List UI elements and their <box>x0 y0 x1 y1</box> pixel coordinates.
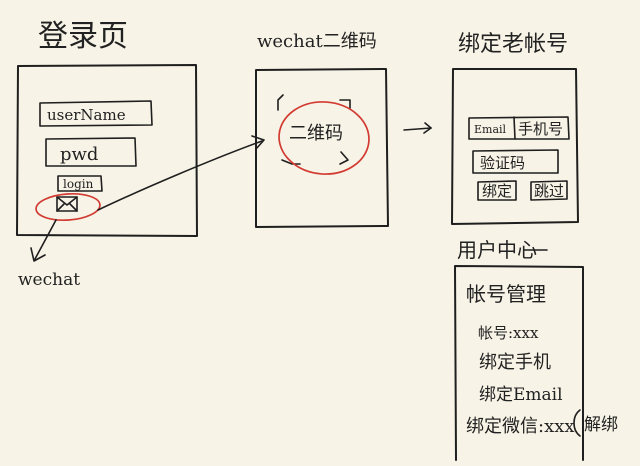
login-page-frame <box>16 64 198 237</box>
username-field[interactable] <box>39 100 153 127</box>
user-center-frame <box>454 265 584 461</box>
qr-code-highlight <box>278 101 370 175</box>
username-field-label: userName <box>47 106 126 124</box>
bind-button[interactable] <box>477 180 517 201</box>
password-field-label: pwd <box>60 144 98 165</box>
login-button-label: login <box>63 177 94 191</box>
captcha-field-label: 验证码 <box>480 154 525 172</box>
flow-arrow-to-bind-head <box>423 122 432 134</box>
bind-page-frame <box>451 68 579 225</box>
password-field[interactable] <box>45 137 137 167</box>
mail-icon[interactable] <box>56 196 78 212</box>
account-type-toggle[interactable] <box>468 116 570 140</box>
skip-button[interactable] <box>530 180 568 201</box>
account-value: 帐号:xxx <box>478 324 539 342</box>
login-page-title: 登录页 <box>38 19 128 54</box>
wechat-pointer-arrowhead <box>30 247 46 262</box>
phone-option[interactable]: 手机号 <box>518 120 563 138</box>
flow-arrow-to-qr <box>97 140 263 211</box>
bind-page-title: 绑定老帐号 <box>458 32 568 57</box>
qr-code-box <box>277 94 351 165</box>
bind-wechat-value: 绑定微信:xxx <box>466 416 575 437</box>
qr-page-title: wechat二维码 <box>257 31 377 52</box>
bind-phone-link[interactable]: 绑定手机 <box>479 352 551 373</box>
qr-page-frame <box>255 68 389 228</box>
wechat-pointer-arrow <box>34 219 57 260</box>
flow-arrow-to-bind <box>403 127 432 131</box>
account-type-divider <box>513 116 516 140</box>
email-option[interactable]: Email <box>474 123 507 136</box>
wechat-icon-highlight <box>35 192 101 222</box>
login-button[interactable] <box>57 175 103 192</box>
account-management-heading: 帐号管理 <box>466 282 546 306</box>
bind-button-label: 绑定 <box>482 182 512 200</box>
wechat-label: wechat <box>18 270 80 290</box>
qr-code-label: 二维码 <box>289 123 343 144</box>
captcha-field[interactable] <box>472 149 559 174</box>
unbind-paren <box>573 409 581 437</box>
unbind-link[interactable]: 解绑 <box>584 415 618 435</box>
bind-email-link[interactable]: 绑定Email <box>479 385 563 405</box>
skip-button-label: 跳过 <box>534 182 564 200</box>
